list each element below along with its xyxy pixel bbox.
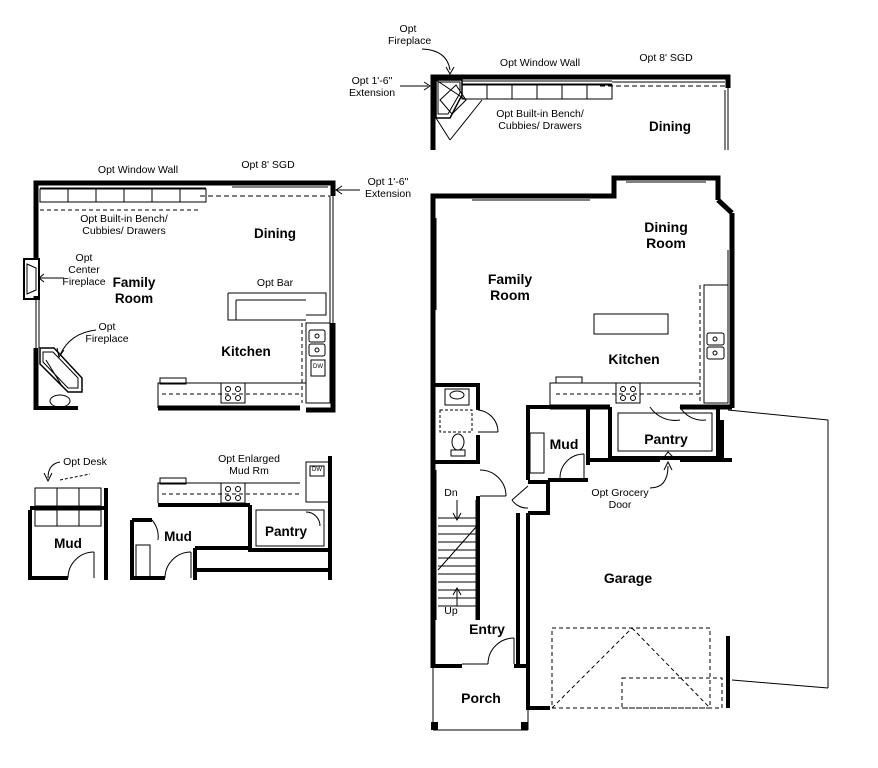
kitchen-label: Kitchen — [608, 351, 660, 367]
option-dw-label: DW — [312, 467, 322, 473]
stair-up-label: Up — [444, 605, 458, 617]
option-mud-label: Mud — [164, 529, 192, 544]
garage-label: Garage — [603, 570, 653, 586]
left-extension-label: Opt 1'-6"Extension — [364, 176, 412, 201]
left-dining-label: Dining — [254, 226, 296, 241]
mud-label: Mud — [549, 436, 579, 452]
left-option-plan — [23, 180, 360, 413]
left-sgd-label: Opt 8' SGD — [241, 159, 295, 171]
desk-option-plan — [28, 461, 108, 580]
mud-option-plan — [130, 456, 332, 580]
top-opt-extension-label: Opt 1'-6"Extension — [348, 75, 396, 100]
left-window-wall-label: Opt Window Wall — [97, 164, 179, 176]
pantry-label: Pantry — [644, 431, 688, 447]
top-window-wall-label: Opt Window Wall — [499, 57, 581, 69]
main-plan — [430, 175, 829, 731]
left-kitchen-label: Kitchen — [221, 344, 271, 359]
option-pantry-label: Pantry — [264, 524, 308, 539]
left-dw-label: DW — [313, 364, 323, 370]
left-bench-label: Opt Built-in Bench/Cubbies/ Drawers — [80, 213, 168, 238]
opt-desk-label: Opt Desk — [63, 456, 107, 468]
left-bar-label: Opt Bar — [256, 277, 294, 289]
top-dining-label: Dining — [649, 119, 691, 134]
entry-label: Entry — [469, 621, 505, 637]
porch-label: Porch — [461, 690, 501, 706]
top-bench-label: Opt Built-in Bench/Cubbies/ Drawers — [496, 108, 584, 133]
stair-down-label: Dn — [444, 487, 458, 499]
top-sgd-label: Opt 8' SGD — [639, 52, 693, 64]
desk-mud-label: Mud — [54, 536, 82, 551]
top-option-plan — [400, 48, 731, 150]
